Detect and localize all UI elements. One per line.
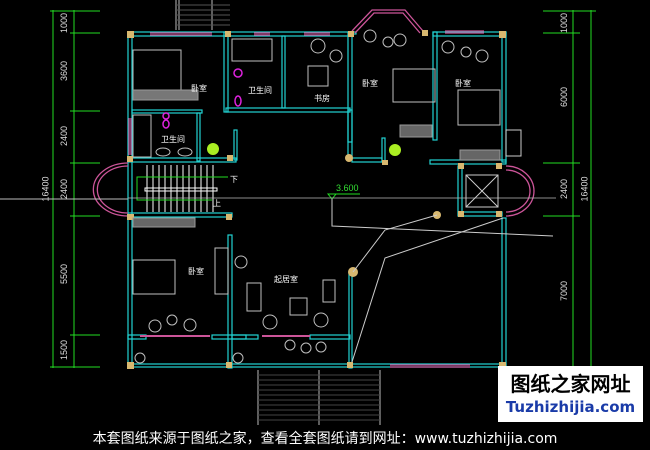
room-label-bathroom-left: 卫生间 (161, 135, 185, 144)
elevation-marker (128, 193, 556, 237)
dim-left-total: 16400 (40, 176, 51, 202)
dim-left-6: 1500 (59, 339, 70, 361)
plants (207, 143, 401, 156)
dim-left-1: 1000 (59, 12, 70, 34)
dim-right-4: 7000 (559, 280, 570, 302)
bathroom-fixtures (162, 68, 243, 129)
top-stairs (175, 0, 230, 30)
room-label-bedroom-center: 卧室 (362, 79, 378, 88)
interior-stairs (0, 165, 218, 212)
room-label-living-room: 起居室 (274, 275, 298, 284)
dim-left-3: 2400 (59, 125, 70, 147)
watermark-url: Tuzhizhijia.com (505, 398, 636, 416)
dim-left-4: 2400 (59, 178, 70, 200)
footer-source-text: 本套图纸来源于图纸之家，查看全套图纸请到网址：www.tuzhizhijia.c… (92, 431, 558, 447)
stair-up-label: 上 (213, 199, 221, 208)
windows (92, 9, 535, 368)
dim-left-2: 3600 (59, 60, 70, 82)
dim-right-3: 2400 (559, 178, 570, 200)
dim-right-1: 1000 (559, 12, 570, 34)
right-dimension-lines (543, 10, 596, 368)
room-label-bedroom-bottom-left: 卧室 (188, 267, 204, 276)
left-dimension-lines (50, 10, 100, 368)
bottom-stairs (257, 370, 381, 425)
dim-left-5: 5500 (59, 263, 70, 285)
furniture (132, 29, 501, 364)
watermark-box: 图纸之家网址 Tuzhizhijia.com (498, 366, 643, 422)
stair-down-label: 下 (230, 175, 238, 184)
room-label-bedroom-top-left: 卧室 (191, 84, 207, 93)
room-label-bedroom-right: 卧室 (455, 79, 471, 88)
balcony-outline (351, 129, 522, 363)
dim-right-2: 6000 (559, 86, 570, 108)
room-label-bathroom-top: 卫生间 (248, 86, 272, 95)
dim-right-total: 16400 (579, 176, 590, 202)
stair-arrows (136, 176, 228, 201)
elevation-value: 3.600 (336, 183, 359, 193)
room-label-study: 书房 (314, 94, 330, 103)
watermark-title: 图纸之家网址 (510, 372, 631, 396)
